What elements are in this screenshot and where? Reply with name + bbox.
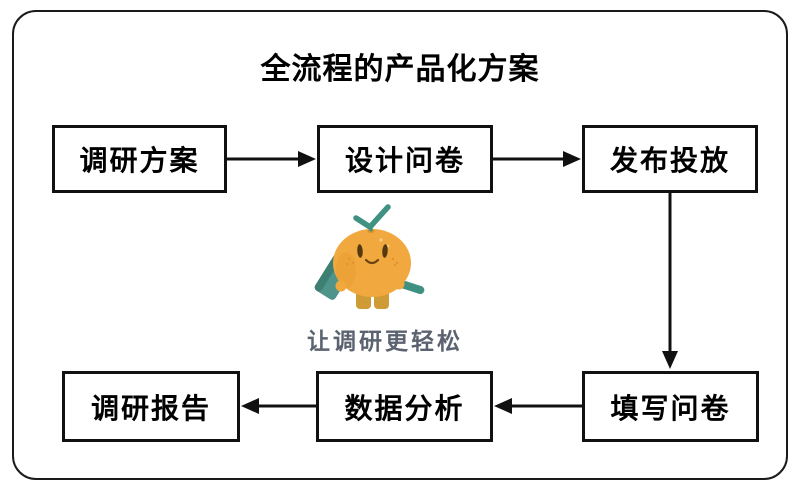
mascot-caption: 让调研更轻松 <box>307 328 463 354</box>
flow-node-fill-survey: 填写问卷 <box>582 371 759 442</box>
diagram-title: 全流程的产品化方案 <box>260 53 540 86</box>
flow-node-publish: 发布投放 <box>582 125 758 193</box>
flow-node-design-survey: 设计问卷 <box>317 125 493 193</box>
flow-node-data-analysis: 数据分析 <box>316 371 493 442</box>
flow-node-research-report: 调研报告 <box>62 371 240 442</box>
flow-node-research-plan: 调研方案 <box>52 125 227 193</box>
